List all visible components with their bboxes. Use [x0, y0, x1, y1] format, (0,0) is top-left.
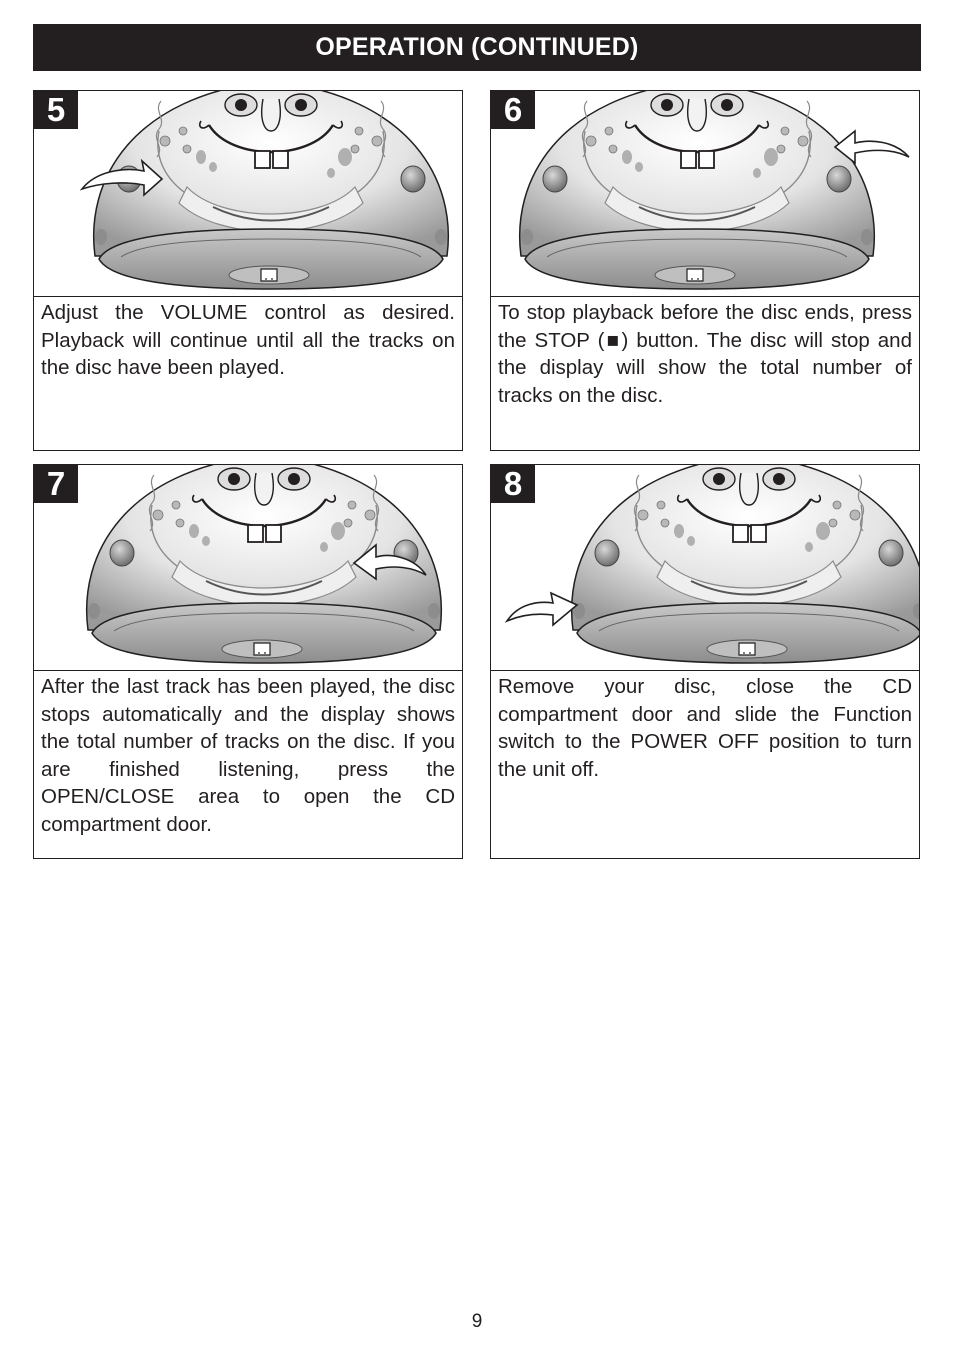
cd-player-illustration [34, 91, 462, 297]
arrow-icon [79, 158, 164, 197]
step-5-panel: 5 Adjust the VOLUME control as desired. … [33, 90, 463, 451]
step-6-panel: 6 To stop playback before the disc ends,… [490, 90, 920, 451]
step-number-badge: 8 [491, 465, 535, 503]
step-instruction: After the last track has been played, th… [41, 675, 455, 836]
arrow-icon [504, 591, 579, 627]
arrow-icon [352, 543, 427, 581]
section-header: OPERATION (CONTINUED) [33, 24, 921, 71]
step-number-badge: 7 [34, 465, 78, 503]
step-number-badge: 5 [34, 91, 78, 129]
step-instruction: Adjust the VOLUME control as desired. Pl… [41, 301, 455, 379]
step-8-panel: 8 Remove your disc, close the CD compart… [490, 464, 920, 859]
cd-player-illustration [34, 465, 462, 671]
step-instruction: To stop playback before the disc ends, p… [498, 301, 912, 407]
cd-player-illustration [491, 91, 919, 297]
step-instruction: Remove your disc, close the CD compartme… [498, 675, 912, 781]
arrow-icon [833, 129, 910, 165]
page-number: 9 [471, 1311, 483, 1332]
step-number-badge: 6 [491, 91, 535, 129]
cd-player-illustration [491, 465, 919, 671]
step-7-panel: 7 After the last track has been played, … [33, 464, 463, 859]
section-title: OPERATION (CONTINUED) [315, 33, 639, 61]
